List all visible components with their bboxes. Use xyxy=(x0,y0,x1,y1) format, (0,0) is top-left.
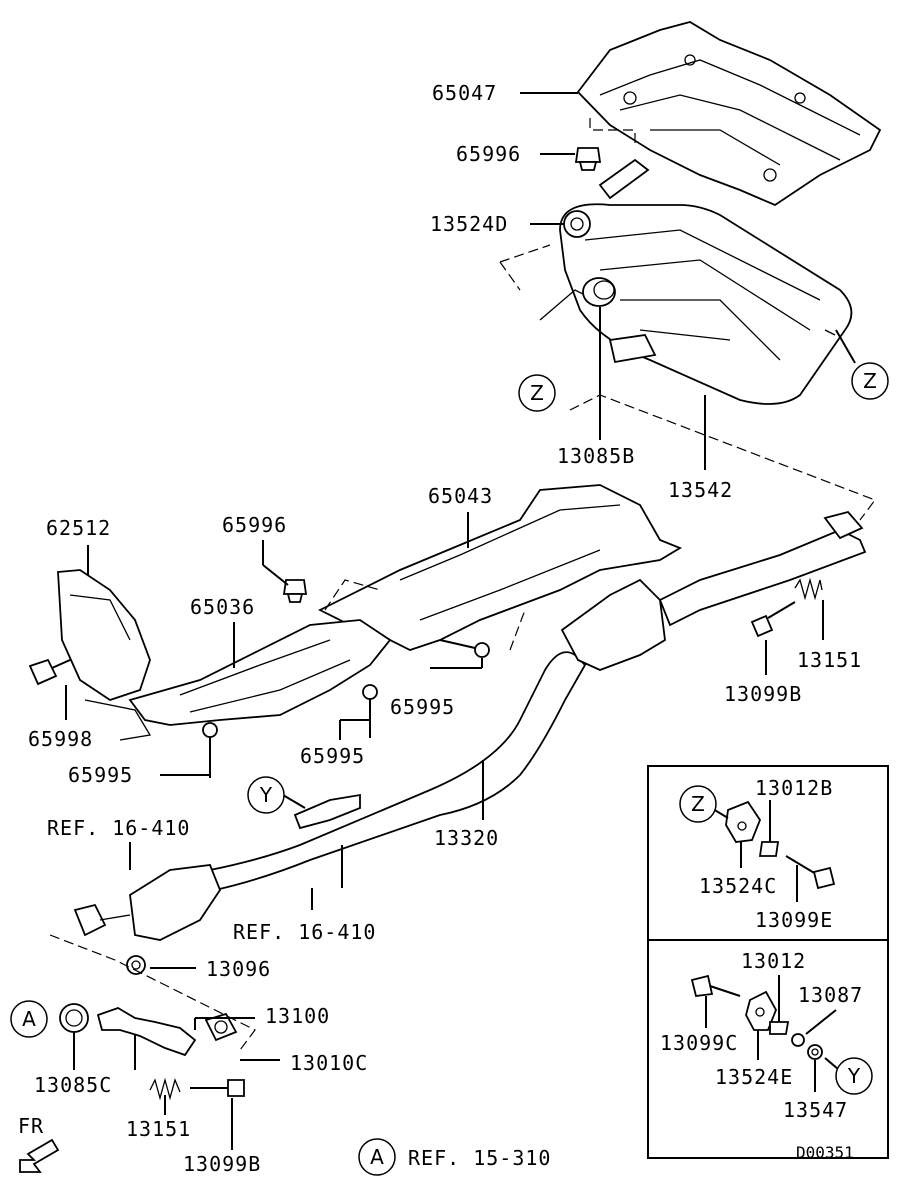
front-pipe-13100 xyxy=(96,1007,197,1057)
bolt-13099B-left xyxy=(190,1079,245,1097)
label-65995-b: 65995 xyxy=(300,744,365,768)
bolt-65995-b xyxy=(362,684,378,738)
label-ref-16-410-a: REF. 16-410 xyxy=(47,816,190,840)
label-13085C: 13085C xyxy=(34,1073,112,1097)
label-13151-left: 13151 xyxy=(126,1117,191,1141)
label-13010C: 13010C xyxy=(290,1051,368,1075)
detail-y-bolt xyxy=(690,974,741,997)
front-direction-arrow xyxy=(19,1138,60,1173)
center-pipe-13320 xyxy=(208,510,867,892)
spring-13151-left xyxy=(149,1077,181,1101)
label-13087: 13087 xyxy=(798,983,863,1007)
spring-13151-right xyxy=(794,577,823,601)
label-ref-15-310: REF. 15-310 xyxy=(408,1146,551,1170)
label-65995-c: 65995 xyxy=(390,695,455,719)
label-62512: 62512 xyxy=(46,516,111,540)
label-13099E: 13099E xyxy=(755,908,833,932)
label-13320: 13320 xyxy=(434,826,499,850)
label-13524E: 13524E xyxy=(715,1065,793,1089)
gasket-13010C xyxy=(204,1012,238,1042)
label-13012: 13012 xyxy=(741,949,806,973)
label-13542: 13542 xyxy=(668,478,733,502)
label-13547: 13547 xyxy=(783,1098,848,1122)
label-13524D: 13524D xyxy=(430,212,508,236)
detail-y-hanger xyxy=(745,990,777,1031)
label-ref-16-410-b: REF. 16-410 xyxy=(233,920,376,944)
catalytic-converter-front xyxy=(73,864,222,941)
bolt-65998 xyxy=(28,658,71,686)
diagram-id: D00351 xyxy=(796,1143,854,1162)
label-fr: FR xyxy=(18,1114,44,1138)
clip-65996-top xyxy=(574,147,602,171)
label-65998: 65998 xyxy=(28,727,93,751)
svg-text:Y: Y xyxy=(259,783,273,807)
bracket-62512 xyxy=(57,569,152,741)
label-13085B: 13085B xyxy=(557,444,635,468)
callout-y-main: Y xyxy=(247,776,285,814)
svg-text:Z: Z xyxy=(863,369,877,393)
heat-shield-65043 xyxy=(317,484,683,651)
label-13100: 13100 xyxy=(265,1004,330,1028)
gasket-13085C xyxy=(59,1003,89,1033)
callout-z-detail: Z xyxy=(679,785,717,823)
label-65043: 65043 xyxy=(428,484,493,508)
heat-shield-65036 xyxy=(128,619,392,726)
label-65047: 65047 xyxy=(432,81,497,105)
label-13151-right: 13151 xyxy=(797,648,862,672)
callout-z-top: Z xyxy=(518,374,556,412)
svg-text:Y: Y xyxy=(847,1064,861,1088)
label-13099B-left: 13099B xyxy=(183,1152,261,1176)
label-65036: 65036 xyxy=(190,595,255,619)
muffler-13542 xyxy=(539,158,853,405)
detail-y-pin xyxy=(769,1021,790,1035)
svg-text:Z: Z xyxy=(530,381,544,405)
detail-y-nut xyxy=(807,1044,823,1060)
detail-z-hanger xyxy=(725,800,762,843)
leader-lines xyxy=(65,92,856,1150)
label-65995-a: 65995 xyxy=(68,763,133,787)
callout-y-detail: Y xyxy=(835,1057,873,1095)
nut-13096 xyxy=(126,955,146,975)
detail-z-pin xyxy=(758,841,780,857)
detail-y-washer xyxy=(791,1033,805,1047)
label-65996-mid: 65996 xyxy=(222,513,287,537)
dashed-assembly-lines xyxy=(49,118,876,1051)
rubber-hanger-13524D xyxy=(563,210,591,238)
bolt-13099B-right xyxy=(750,601,796,638)
svg-text:Z: Z xyxy=(691,792,705,816)
svg-text:A: A xyxy=(370,1145,384,1169)
callout-z-right: Z xyxy=(851,362,889,400)
label-13012B: 13012B xyxy=(755,776,833,800)
label-65996-top: 65996 xyxy=(456,142,521,166)
hanger-y-bracket xyxy=(293,793,361,830)
label-13524C: 13524C xyxy=(699,874,777,898)
label-13099B-right: 13099B xyxy=(724,682,802,706)
callout-a-left: A xyxy=(10,1000,48,1038)
detail-z-bolt xyxy=(785,855,836,890)
bolt-65995-c xyxy=(439,639,490,658)
callout-a-ref: A xyxy=(358,1138,396,1176)
svg-text:A: A xyxy=(22,1007,36,1031)
heat-shield-65047 xyxy=(576,21,882,207)
label-13099C: 13099C xyxy=(660,1031,738,1055)
clip-65996-mid xyxy=(282,579,308,603)
gasket-13085B xyxy=(582,277,616,307)
label-13096: 13096 xyxy=(206,957,271,981)
